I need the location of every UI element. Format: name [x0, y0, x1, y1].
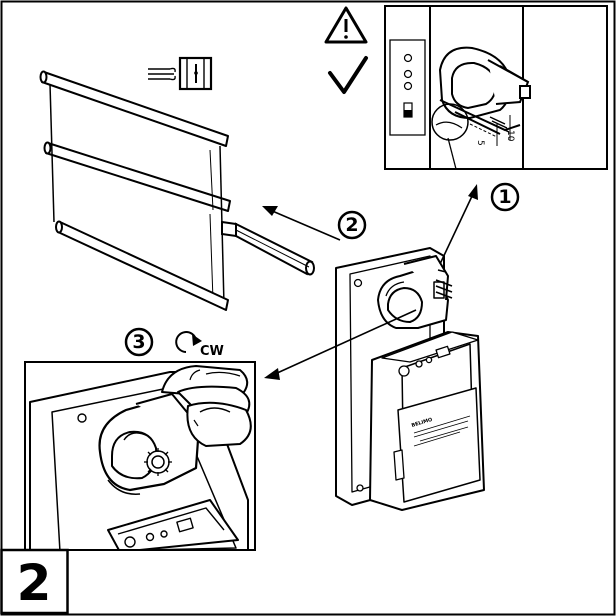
inset-bottom-detail	[24, 361, 256, 551]
shaft-clamp	[377, 255, 449, 329]
clamp-bolt	[435, 269, 453, 299]
actuator-body	[335, 247, 485, 511]
step-2-badge: 2	[337, 210, 367, 240]
step-1-arrow	[439, 184, 478, 265]
rotation-direction-label: CW	[200, 344, 224, 359]
step-3-badge: 3	[124, 327, 154, 357]
step-1-badge: 1	[490, 182, 520, 212]
page-step-number: 2	[17, 554, 52, 612]
step-2-number: 2	[345, 214, 358, 236]
warning-triangle-icon	[324, 6, 368, 44]
step-2-arrow	[262, 206, 341, 241]
step-3-number: 3	[132, 331, 145, 353]
clockwise-rotation-icon	[175, 331, 202, 353]
step-1-number: 1	[498, 186, 511, 208]
step-3-arrow	[264, 309, 417, 380]
actuator-label-lines	[413, 415, 471, 447]
scale-label-5: 5	[475, 140, 485, 146]
inset-top-detail: 10 5	[384, 5, 608, 170]
airflow-damper-icon	[148, 56, 213, 91]
scale-label-10: 10	[505, 130, 515, 142]
checkmark-icon	[328, 56, 368, 94]
damper-blade	[39, 70, 231, 311]
page-step-box: 2	[0, 548, 69, 615]
damper-shaft	[221, 220, 315, 276]
